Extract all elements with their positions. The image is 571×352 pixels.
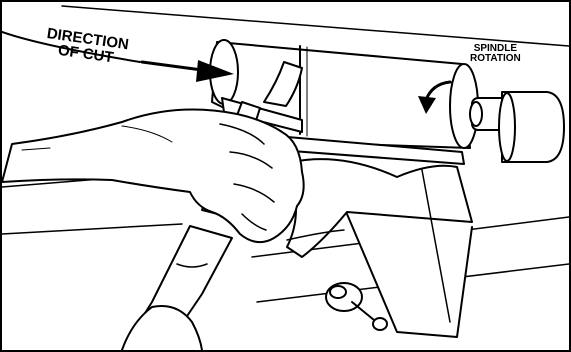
hand	[2, 110, 304, 351]
spindle-rotation-label: SPINDLE ROTATION	[470, 44, 521, 64]
tailstock-shaft	[470, 92, 564, 162]
spindle-rotation-line-2: ROTATION	[470, 54, 521, 64]
